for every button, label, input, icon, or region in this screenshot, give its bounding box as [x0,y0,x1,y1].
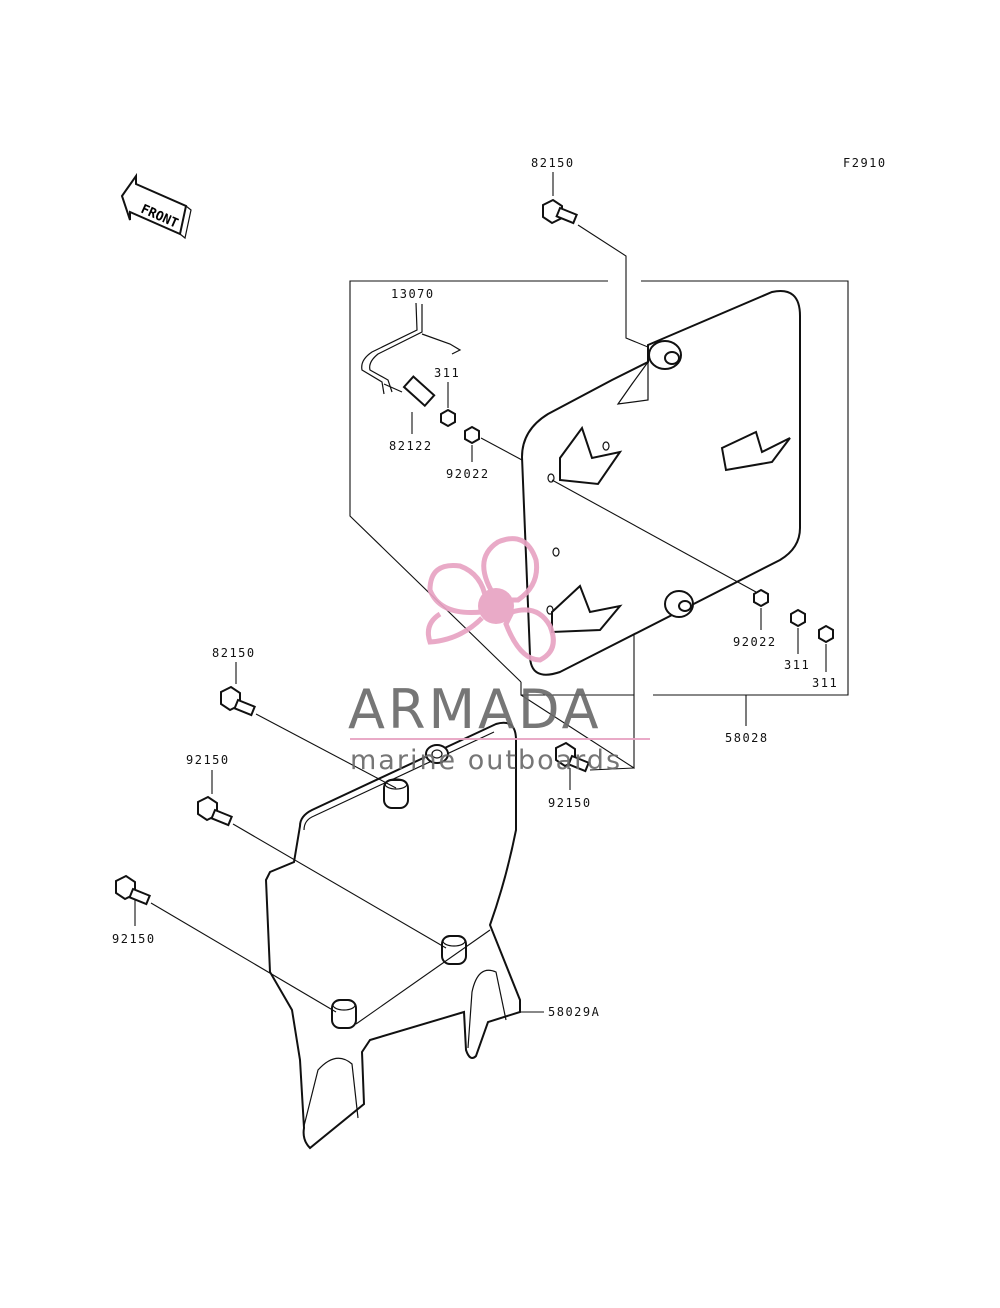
label-82150-top: 82150 [531,156,575,170]
bolt-92150-center [555,741,635,790]
label-92022-upper: 92022 [446,467,490,481]
watermark-tagline: marine outboards [350,745,622,776]
label-311-lower-a: 311 [784,658,810,672]
plate-58028 [520,290,801,676]
nut-311-lower-a [790,608,806,654]
watermark-name: ARMADA [348,678,602,741]
bolt-92150-low [115,874,337,1013]
label-58028: 58028 [725,731,769,745]
bolt-82150-top [542,172,661,353]
label-92150-center: 92150 [548,796,592,810]
label-92150-low: 92150 [112,932,156,946]
label-92150-mid: 92150 [186,753,230,767]
collar-82122 [402,375,436,434]
label-311-lower-b: 311 [812,676,838,690]
label-58029A: 58029A [548,1005,600,1019]
label-311-upper: 311 [434,366,460,380]
watermark-rule [350,738,650,740]
leader-washer-lower [551,479,757,593]
label-92022-lower: 92022 [733,635,777,649]
washer-92022-upper [464,425,523,462]
nut-311-lower-b [818,624,834,672]
label-82150-left: 82150 [212,646,256,660]
bracket-13070 [361,302,462,395]
front-arrow-icon: FRONT [120,172,192,240]
washer-92022-lower [753,588,769,630]
propeller-logo-icon [425,536,556,663]
bolt-92150-mid [197,770,447,949]
watermark: ARMADA marine outboards [348,536,650,776]
nut-311-upper [440,382,456,428]
figure-code: F2910 [843,156,887,170]
cover-58029A [264,721,544,1150]
bolt-82150-left [220,662,397,789]
label-13070: 13070 [391,287,435,301]
label-82122: 82122 [389,439,433,453]
